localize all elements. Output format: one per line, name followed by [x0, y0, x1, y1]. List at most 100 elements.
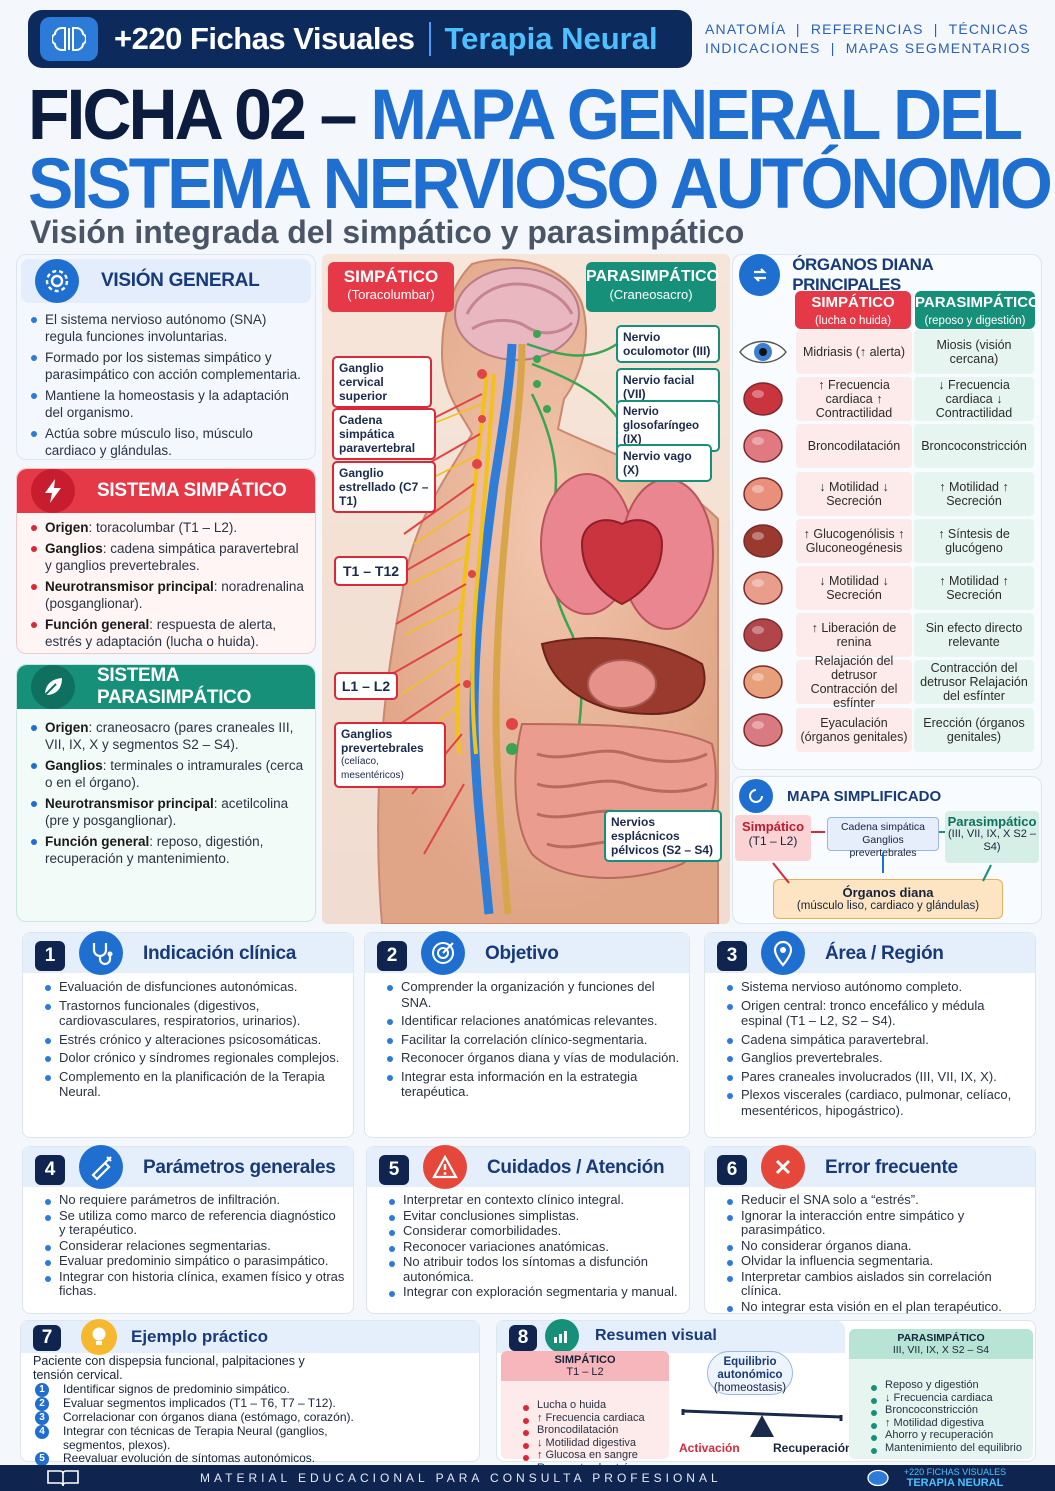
organ-simp-cell: Broncodilatación: [796, 424, 912, 469]
mapa-para-box: Parasimpático (III, VII, IX, X S2 – S4): [945, 811, 1039, 863]
brand-text: Terapia Neural: [444, 21, 658, 56]
organ-para-cell: Broncoconstricción: [914, 424, 1034, 469]
item-key: Origen: [45, 520, 89, 535]
list-item: ↓ Frecuencia cardiaca: [863, 1392, 1025, 1405]
list-item: Facilitar la correlación clínico-segment…: [379, 1032, 681, 1048]
list-item: Se utiliza como marco de referencia diag…: [37, 1208, 345, 1238]
leaf-icon: [31, 665, 75, 709]
item-key: Función general: [45, 617, 150, 632]
list-item: Función general: reposo, digestión, recu…: [23, 833, 307, 867]
list-item: Ganglios: cadena simpática paravertebral…: [23, 540, 307, 574]
organ-para-cell: Contracción del detrusor Relajación del …: [914, 660, 1034, 705]
item-key: Ganglios: [45, 541, 103, 556]
categories-line-2[interactable]: INDICACIONES | MAPAS SEGMENTARIOS: [705, 40, 1031, 56]
resumen-para-head: PARASIMPÁTICO III, VII, IX, X S2 – S4: [849, 1329, 1033, 1359]
card-header: [705, 1147, 1035, 1187]
resumen-simp-box: SIMPÁTICO T1 – L2 Lucha o huida↑ Frecuen…: [501, 1351, 669, 1474]
vision-card: VISIÓN GENERAL El sistema nervioso autón…: [16, 254, 316, 460]
item-key: Función general: [45, 834, 150, 849]
item-key: Neurotransmisor principal: [45, 579, 214, 594]
list-item: Ganglios: terminales o intramurales (cer…: [23, 757, 307, 791]
step-number: 4: [35, 1425, 49, 1439]
list-item: Ganglios prevertebrales.: [719, 1050, 1027, 1066]
card-number: 3: [717, 941, 747, 971]
vision-title: VISIÓN GENERAL: [101, 270, 260, 291]
list-item: Integrar con exploración segmentaria y m…: [381, 1284, 681, 1300]
organ-row: ↓ Motilidad ↓ Secreción↑ Motilidad ↑ Sec…: [736, 566, 1036, 610]
card-header: [365, 933, 689, 973]
resumen-para-box: PARASIMPÁTICO III, VII, IX, X S2 – S4 Re…: [849, 1329, 1033, 1459]
list-item: Mantenimiento del equilibrio: [863, 1442, 1025, 1455]
list-item: Integrar con historia clínica, examen fí…: [37, 1269, 345, 1299]
mapa-arrows: [772, 831, 992, 884]
card-list: No requiere parámetros de infiltración.S…: [37, 1192, 345, 1300]
card-title: Error frecuente: [825, 1157, 958, 1178]
mapa-organos-box: Órganos diana (músculo liso, cardiaco y …: [773, 879, 1003, 919]
step-text: Integrar con técnicas de Terapia Neural …: [63, 1424, 328, 1452]
card-list: Evaluación de disfunciones autonómicas.T…: [37, 979, 345, 1103]
card-title: Indicación clínica: [143, 943, 296, 964]
list-item: Reconocer órganos diana y vías de modula…: [379, 1050, 681, 1066]
list-item: Sistema nervioso autónomo completo.: [719, 979, 1027, 995]
tag-nervio-oculomotor: Nervio oculomotor (III): [616, 325, 720, 363]
mapa-header: MAPA SIMPLIFICADO: [739, 779, 941, 813]
title-line-2: SISTEMA NERVIOSO AUTÓNOMO: [28, 144, 1053, 224]
brain-icon: [40, 17, 98, 61]
organs-header: ÓRGANOS DIANA PRINCIPALES: [733, 254, 1041, 296]
list-item: Complemento en la planificación de la Te…: [37, 1069, 345, 1100]
header-badge: +220 Fichas Visuales Terapia Neural: [28, 10, 692, 68]
simpatico-header: SISTEMA SIMPÁTICO: [17, 469, 315, 513]
list-item: Ahorro y recuperación: [863, 1429, 1025, 1442]
item-value: : cadena simpática paravertebral y gangl…: [45, 541, 299, 573]
eye-icon: [736, 330, 790, 374]
syringe-icon: [79, 1145, 123, 1189]
chart-icon: [545, 1319, 579, 1353]
card-header: [23, 933, 353, 973]
list-item: ↑ Glucosa en sangre: [515, 1449, 661, 1462]
balance-icon: [681, 1409, 843, 1437]
ejemplo-intro: Paciente con dispepsia funcional, palpit…: [33, 1354, 305, 1382]
list-item: Neurotransmisor principal: noradrenalina…: [23, 578, 307, 612]
card-title: Cuidados / Atención: [487, 1157, 665, 1178]
step-text: Identificar signos de predominio simpáti…: [63, 1382, 290, 1396]
swap-icon: [739, 254, 781, 296]
error-x-icon: [761, 1145, 805, 1189]
divider: [428, 22, 431, 56]
list-item: No integrar esta visión en el plan terap…: [719, 1299, 1027, 1315]
card-header: [705, 933, 1035, 973]
item-key: Ganglios: [45, 758, 103, 773]
anatomy-illustration: SIMPÁTICO (Toracolumbar) PARASIMPÁTICO (…: [322, 254, 730, 924]
organ-row: Relajación del detrusor Contracción del …: [736, 654, 1036, 710]
list-item: Trastornos funcionales (digestivos, card…: [37, 998, 345, 1029]
categories-line-1[interactable]: ANATOMÍA | REFERENCIAS | TÉCNICAS: [705, 21, 1029, 37]
list-item: Evaluar predominio simpático o parasimpá…: [37, 1253, 345, 1269]
list-item: Reposo y digestión: [863, 1379, 1025, 1392]
tag-cadena-simpatica: Cadena simpática paravertebral: [332, 408, 436, 460]
footer-text: MATERIAL EDUCACIONAL PARA CONSULTA PROFE…: [200, 1471, 722, 1485]
step-text: Evaluar segmentos implicados (T1 – T6, T…: [63, 1396, 336, 1410]
organ-row: Midriasis (↑ alerta)Miosis (visión cerca…: [736, 330, 1036, 374]
list-item: Origen: craneosacro (pares craneales III…: [23, 719, 307, 753]
bulb-icon: [81, 1319, 117, 1355]
list-item: El sistema nervioso autónomo (SNA) regul…: [23, 311, 307, 345]
item-key: Origen: [45, 720, 89, 735]
list-item: Dolor crónico y síndromes regionales com…: [37, 1050, 345, 1066]
card-title: Parámetros generales: [143, 1157, 336, 1178]
list-item: Lucha o huida: [515, 1399, 661, 1412]
uterus-icon: [736, 708, 790, 752]
list-item: Broncoconstricción: [863, 1404, 1025, 1417]
mapa-card: MAPA SIMPLIFICADO Simpático (T1 – L2) Ca…: [732, 776, 1042, 924]
list-item: Neurotransmisor principal: acetilcolina …: [23, 795, 307, 829]
book-icon: [47, 1470, 79, 1487]
lightning-icon: [31, 469, 75, 513]
vision-list: El sistema nervioso autónomo (SNA) regul…: [23, 311, 307, 459]
card-number: 1: [35, 941, 65, 971]
card-title: Área / Región: [825, 943, 944, 964]
